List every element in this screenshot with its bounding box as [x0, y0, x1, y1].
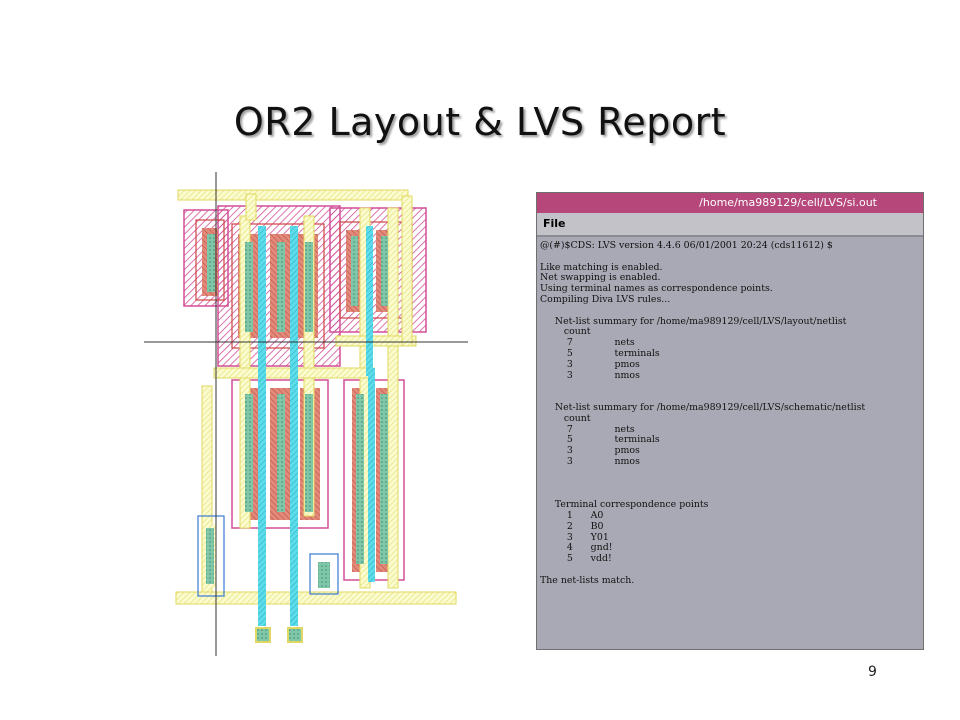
report-line: 3 pmos [540, 358, 640, 370]
report-line [540, 252, 923, 263]
report-line: Net swapping is enabled. [540, 272, 661, 284]
report-line: 5 terminals [540, 347, 660, 359]
page-number: 9 [868, 664, 877, 680]
report-line: @(#)$CDS: LVS version 4.4.6 06/01/2001 2… [540, 240, 833, 251]
report-line: The net-lists match. [540, 574, 635, 586]
report-line: 5 vdd! [540, 553, 612, 565]
report-line: 3 Y01 [540, 531, 609, 543]
report-line [540, 479, 923, 490]
report-line: Terminal correspondence points [540, 499, 709, 511]
report-line: Compiling Diva LVS rules... [540, 293, 671, 305]
or2-layout-drawing [144, 172, 468, 656]
report-line: 5 terminals [540, 434, 660, 446]
slide-title: OR2 Layout & LVS Report [233, 100, 727, 144]
report-line: count [540, 412, 591, 424]
report-line [540, 306, 923, 317]
lvs-report-window: /home/ma989129/cell/LVS/si.out File @(#)… [536, 192, 924, 650]
report-line [540, 468, 923, 479]
lvs-menubar: File [537, 213, 923, 237]
report-line: count [540, 326, 591, 338]
report-line: 3 nmos [540, 455, 640, 467]
lvs-window-titlebar[interactable]: /home/ma989129/cell/LVS/si.out [537, 193, 923, 213]
file-menu[interactable]: File [543, 217, 566, 230]
report-line: Net-list summary for /home/ma989129/cell… [540, 401, 866, 413]
or2-layout-view [140, 172, 475, 662]
report-line: 2 B0 [540, 520, 604, 532]
report-line: 3 pmos [540, 445, 640, 457]
report-line: 1 A0 [540, 509, 604, 521]
lvs-report-text: @(#)$CDS: LVS version 4.4.6 06/01/2001 2… [537, 237, 923, 587]
report-line: 7 nets [540, 423, 635, 435]
report-line: 4 gnd! [540, 542, 613, 554]
report-line: 3 nmos [540, 369, 640, 381]
report-line: Net-list summary for /home/ma989129/cell… [540, 315, 847, 327]
report-line: Using terminal names as correspondence p… [540, 283, 773, 295]
report-line: Like matching is enabled. [540, 261, 663, 273]
report-line: 7 nets [540, 337, 635, 349]
report-line [540, 381, 923, 392]
